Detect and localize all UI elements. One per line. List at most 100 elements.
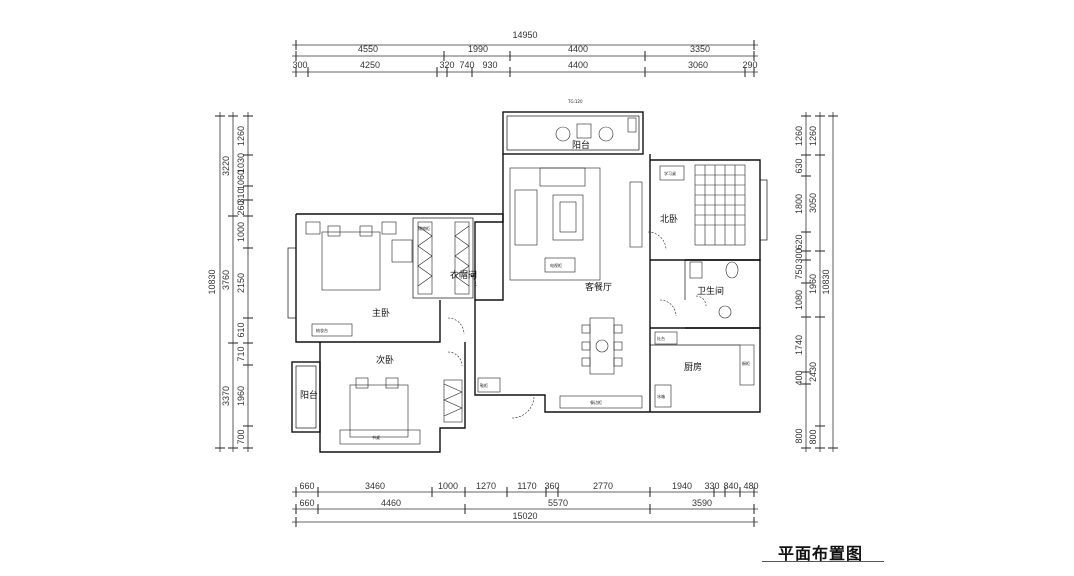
room-label-kitchen: 厨房 <box>684 361 702 373</box>
second-bed <box>349 384 409 438</box>
left-dim-12: 710 <box>236 346 246 361</box>
bottom-dim-9: 330 <box>704 481 719 491</box>
drawing-title: 平面布置图 <box>778 544 864 563</box>
tv-cabinet <box>629 181 643 248</box>
right-overall-dimension: 10830 <box>821 269 831 294</box>
bottom-dim-8: 1940 <box>672 481 692 491</box>
top-dim-6: 4250 <box>360 60 380 70</box>
room-label-living-dining: 客餐厅 <box>585 281 612 293</box>
right-dim-6: 750 <box>794 264 804 279</box>
fridge <box>654 384 672 408</box>
room-label-north-bedroom: 北卧 <box>660 213 678 225</box>
label-stove: 灶台 <box>657 335 665 341</box>
top-dim-9: 930 <box>482 60 497 70</box>
top-dim-2: 1990 <box>468 44 488 54</box>
washing-machine <box>627 117 637 133</box>
top-dim-5: 300 <box>292 60 307 70</box>
bottom-dim-12: 660 <box>299 498 314 508</box>
wardrobe <box>443 379 463 423</box>
bottom-dim-2: 3460 <box>365 481 385 491</box>
room-label-balcony-top: 阳台 <box>572 139 590 151</box>
room-label-balcony-left: 阳台 <box>300 389 318 401</box>
label-cabinet: 餐边柜 <box>590 399 602 405</box>
top-dim-7: 320 <box>439 60 454 70</box>
bottom-dim-3: 1000 <box>438 481 458 491</box>
bottom-dim-4: 1270 <box>476 481 496 491</box>
right-dim-2: 630 <box>794 158 804 173</box>
room-label-bathroom: 卫生间 <box>697 285 724 297</box>
coffee-table <box>552 194 584 241</box>
stove <box>654 331 678 345</box>
shoe-cabinet <box>477 377 501 393</box>
dining-chair <box>581 357 591 367</box>
balcony-chair-1 <box>555 126 571 142</box>
right-dim-4: 620 <box>794 234 804 249</box>
sideboard <box>559 395 643 409</box>
top-dim-8: 740 <box>459 60 474 70</box>
study-desk <box>659 165 685 181</box>
room-labels: 阳台 客餐厅 北卧 主卧 衣帽间 次卧 阳台 卫生间 厨房 TG:120 学习桌… <box>300 99 750 440</box>
balcony-table <box>576 123 592 139</box>
balcony-chair-2 <box>598 126 614 142</box>
label-tv-cabinet: 电视柜 <box>550 262 562 268</box>
basin <box>718 305 732 319</box>
pillow <box>359 225 373 237</box>
left-dim-9: 1000 <box>236 222 246 242</box>
wardrobe <box>454 221 470 295</box>
kitchen-counter <box>739 344 755 386</box>
desk <box>339 429 421 445</box>
sofa-top <box>539 167 586 187</box>
rug <box>559 201 577 233</box>
wardrobe <box>417 221 433 295</box>
title-underline <box>762 561 884 562</box>
walls <box>287 111 768 453</box>
top-dim-4: 3350 <box>690 44 710 54</box>
left-dim-2: 3760 <box>221 270 231 290</box>
right-dim-9: 400 <box>794 370 804 385</box>
pillow <box>355 377 369 389</box>
label-storage: 储物柜 <box>418 225 430 231</box>
label-study-desk: 学习桌 <box>664 170 676 176</box>
dining-chair <box>613 341 623 351</box>
bottom-dim-15: 3590 <box>692 498 712 508</box>
doors <box>447 231 707 419</box>
right-dim-11: 1260 <box>808 126 818 146</box>
right-dim-8: 1740 <box>794 335 804 355</box>
dining-chair <box>581 341 591 351</box>
left-dimension-chain: 10830 3220 3760 3370 1260 1030 1060 310 … <box>207 112 253 452</box>
left-dim-4: 1260 <box>236 126 246 146</box>
left-dim-14: 700 <box>236 429 246 444</box>
nightstand <box>381 221 397 235</box>
armchair <box>391 239 413 263</box>
right-dim-15: 800 <box>808 429 818 444</box>
bottom-dim-13: 4460 <box>381 498 401 508</box>
dressing-table <box>311 323 353 337</box>
room-label-master-bedroom: 主卧 <box>372 307 390 319</box>
room-label-walk-in-closet: 衣帽间 <box>450 269 477 281</box>
top-dimension-chain: 14950 4550 1990 4400 3350 300 4250 320 7… <box>292 30 758 77</box>
left-dim-13: 1960 <box>236 386 246 406</box>
bottom-dim-7: 2770 <box>593 481 613 491</box>
top-overall-dimension: 14950 <box>512 30 537 40</box>
dining-chair <box>613 357 623 367</box>
top-dim-11: 3060 <box>688 60 708 70</box>
bottom-dim-1: 660 <box>299 481 314 491</box>
right-dim-3: 1800 <box>794 194 804 214</box>
nightstand <box>305 221 321 235</box>
bottom-dim-5: 1170 <box>517 481 536 491</box>
right-dim-12: 3050 <box>808 193 818 213</box>
left-dim-7: 310 <box>236 188 246 203</box>
side-table <box>544 257 576 273</box>
furniture <box>305 117 755 445</box>
left-dim-10: 2150 <box>236 273 246 293</box>
label-shoe-cabinet: 鞋柜 <box>480 382 488 388</box>
dining-table <box>589 317 615 375</box>
dining-chair <box>613 324 623 334</box>
tg-mark: TG:120 <box>567 99 583 104</box>
top-dim-10: 4400 <box>568 60 588 70</box>
bottom-overall-dimension: 15020 <box>512 511 537 521</box>
label-desk: 书桌 <box>372 434 380 440</box>
dining-chair <box>581 324 591 334</box>
toilet <box>725 261 739 279</box>
bottom-dimension-chain: 660 3460 1000 1270 1170 360 2770 1940 33… <box>292 481 759 527</box>
